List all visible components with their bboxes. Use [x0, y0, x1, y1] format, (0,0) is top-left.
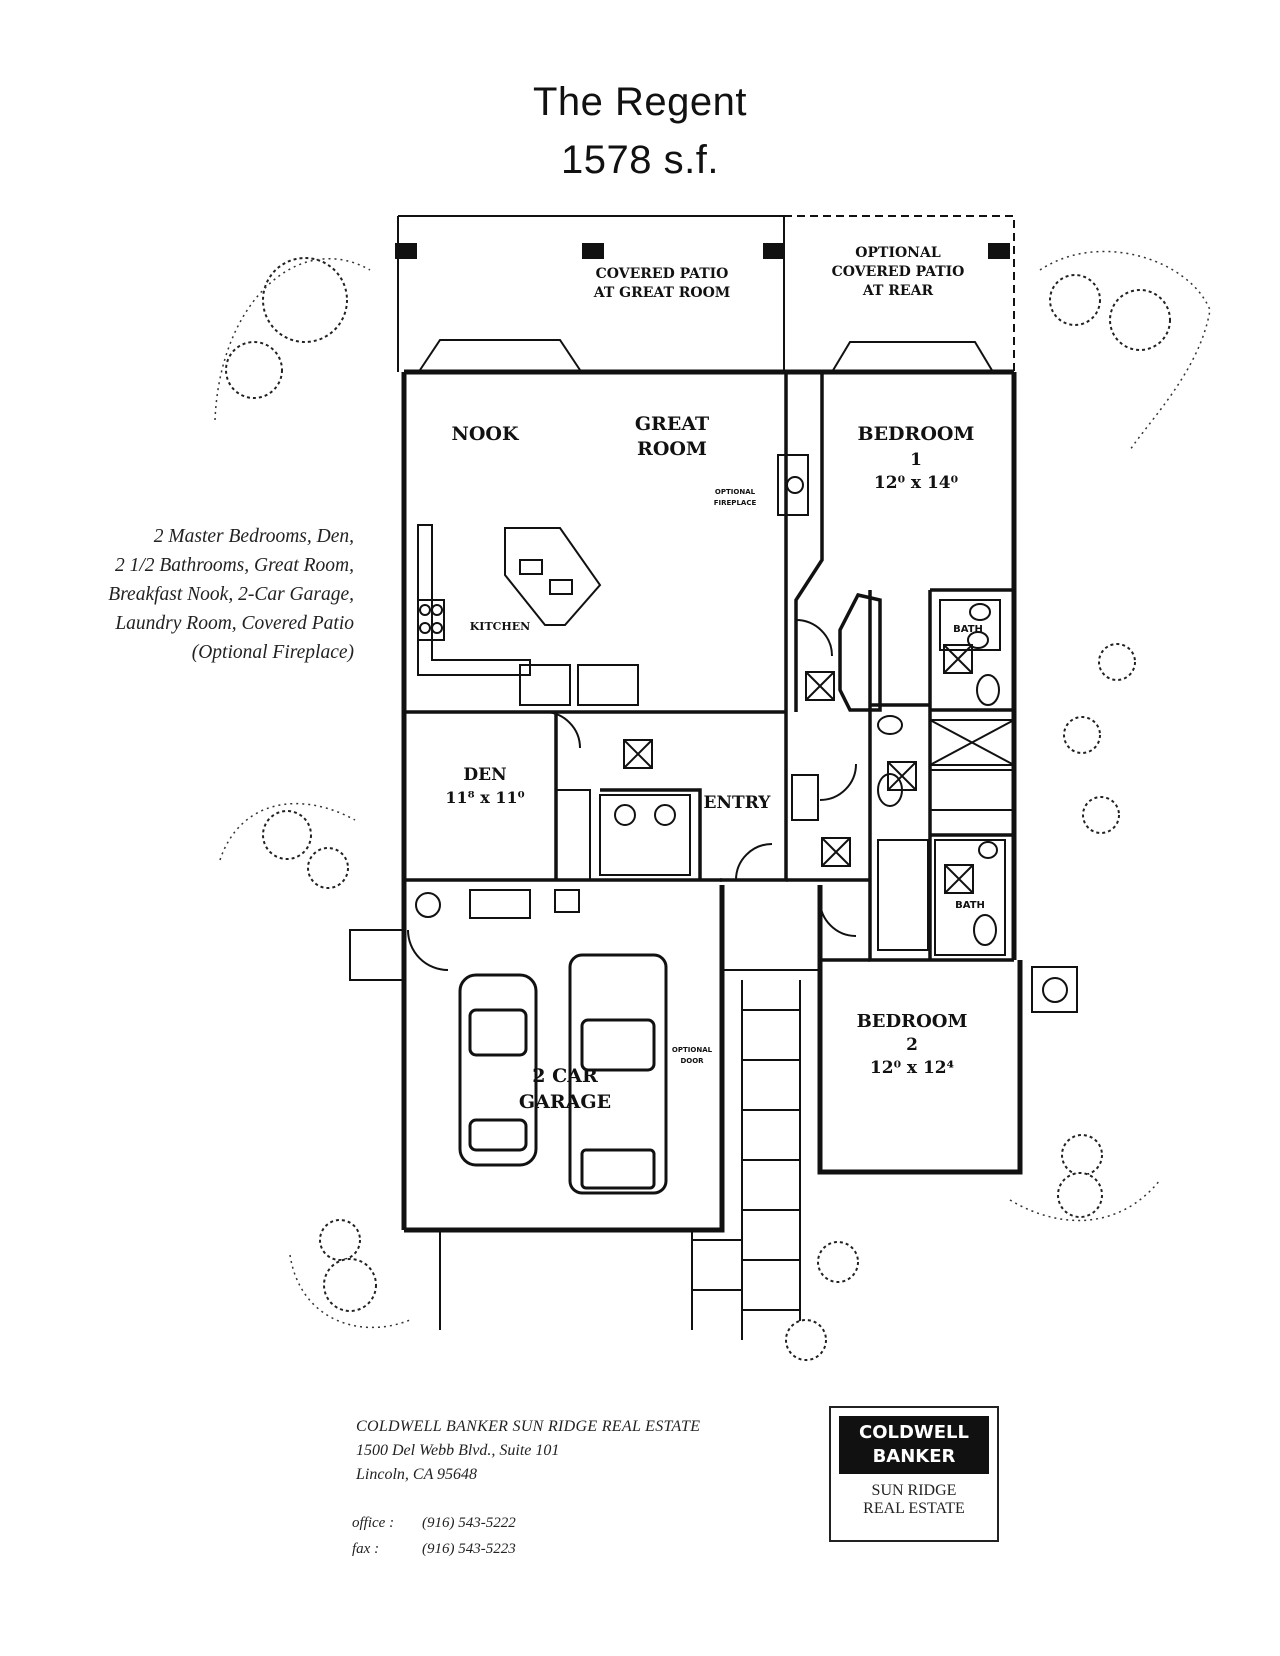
patio-post	[988, 243, 1010, 259]
bedroom2-number: 2	[906, 1035, 918, 1055]
laundry-room	[599, 794, 691, 876]
nook-label: NOOK	[452, 423, 520, 445]
vent-icon	[943, 644, 973, 674]
kitchen-label: KITCHEN	[470, 620, 530, 633]
patio-post	[582, 243, 604, 259]
patio-post	[763, 243, 785, 259]
feature-line: Breakfast Nook, 2-Car Garage,	[108, 584, 354, 605]
bay-window	[831, 341, 994, 373]
feature-line: 2 1/2 Bathrooms, Great Room,	[114, 555, 354, 576]
bath1-label: BATH	[953, 624, 983, 635]
den-dimensions: 11⁸ x 11⁰	[445, 788, 524, 807]
driveway	[439, 1230, 693, 1330]
vent-icon	[623, 739, 653, 769]
optional-door-label: DOOR	[680, 1057, 704, 1065]
closet	[555, 789, 591, 881]
shrub-icon	[225, 257, 1171, 1361]
coldwell-banker-logo: COLDWELL BANKER SUN RIDGE REAL ESTATE	[829, 1406, 999, 1542]
bedroom1-dimensions: 12⁰ x 14⁰	[874, 473, 958, 493]
feature-list: 2 Master Bedrooms, Den, 2 1/2 Bathrooms,…	[24, 522, 354, 667]
logo-sub-line: SUN RIDGE	[871, 1482, 957, 1499]
linen-closet	[791, 774, 819, 821]
company-city: Lincoln, CA 95648	[356, 1466, 478, 1483]
patio-post	[395, 243, 417, 259]
logo-line: BANKER	[872, 1446, 956, 1467]
covered-patio-label: AT GREAT ROOM	[593, 285, 731, 301]
bath-counter	[934, 839, 1006, 956]
company-address: 1500 Del Webb Blvd., Suite 101	[356, 1442, 560, 1459]
refrigerator	[519, 664, 571, 706]
floor-plan: COVERED PATIO AT GREAT ROOM OPTIONAL COV…	[214, 215, 1211, 1361]
logo-line: COLDWELL	[858, 1422, 969, 1443]
tub-icon	[929, 769, 1015, 811]
office-phone: (916) 543-5222	[422, 1515, 516, 1531]
fax-label: fax :	[352, 1541, 380, 1557]
shower-icon	[929, 719, 1015, 766]
entry-label: ENTRY	[704, 793, 772, 813]
vent-icon	[821, 837, 851, 867]
office-label: office :	[352, 1515, 395, 1531]
cooktop-icon	[417, 599, 445, 641]
optional-patio-label: AT REAR	[862, 283, 934, 299]
walkway	[722, 969, 820, 1340]
company-name: COLDWELL BANKER SUN RIDGE REAL ESTATE	[356, 1418, 701, 1435]
kitchen-island	[504, 527, 602, 626]
water-heater	[415, 892, 441, 918]
logo-block: COLDWELL BANKER	[839, 1416, 989, 1474]
great-room-label: GREAT	[635, 413, 709, 435]
plan-title: The Regent	[532, 80, 748, 124]
covered-patio-label: COVERED PATIO	[596, 266, 729, 282]
ac-unit	[1031, 966, 1078, 1013]
vent-icon	[944, 864, 974, 894]
logo-sub-line: REAL ESTATE	[863, 1500, 965, 1517]
toilet-icon	[976, 674, 1000, 706]
company-info: COLDWELL BANKER SUN RIDGE REAL ESTATE 15…	[356, 1415, 700, 1487]
vent-icon	[805, 671, 835, 701]
fireplace-label: OPTIONAL	[715, 488, 756, 496]
feature-line: (Optional Fireplace)	[191, 642, 354, 663]
vent-icon	[887, 761, 917, 791]
bath-counter	[939, 599, 1001, 651]
feature-line: 2 Master Bedrooms, Den,	[153, 526, 354, 547]
garage-label: GARAGE	[519, 1091, 611, 1113]
fax-number: (916) 543-5223	[422, 1541, 516, 1557]
den-label: DEN	[463, 765, 506, 785]
side-landing	[349, 929, 405, 981]
door-swing	[544, 711, 581, 749]
garage-label: 2 CAR	[532, 1065, 598, 1087]
bedroom1-label: BEDROOM	[858, 423, 975, 445]
bath2-label: BATH	[955, 900, 985, 911]
bedroom2-dimensions: 12⁰ x 12⁴	[870, 1058, 954, 1078]
optional-patio-label: COVERED PATIO	[832, 264, 965, 280]
tub-icon	[877, 839, 929, 951]
bay-window	[419, 339, 581, 371]
office-phone-row: office : (916) 543-5222	[352, 1510, 516, 1536]
optional-door-label: OPTIONAL	[672, 1046, 713, 1054]
bedroom1-number: 1	[910, 450, 922, 470]
logo-subtitle: SUN RIDGE REAL ESTATE	[831, 1482, 997, 1518]
pantry	[577, 664, 639, 706]
feature-line: Laundry Room, Covered Patio	[115, 613, 354, 634]
bedroom2-label: BEDROOM	[857, 1011, 968, 1032]
fireplace-icon	[777, 454, 809, 516]
optional-patio-label: OPTIONAL	[855, 245, 941, 261]
plan-area: 1578 s.f.	[561, 138, 719, 182]
fireplace-label: FIREPLACE	[714, 499, 757, 507]
sink-icon	[969, 603, 991, 621]
car-icon	[458, 953, 668, 1195]
kitchen-counter	[417, 524, 531, 676]
contact-info: office : (916) 543-5222 fax : (916) 543-52…	[352, 1510, 516, 1562]
great-room-label: ROOM	[637, 438, 707, 460]
fax-row: fax : (916) 543-5223	[352, 1536, 516, 1562]
